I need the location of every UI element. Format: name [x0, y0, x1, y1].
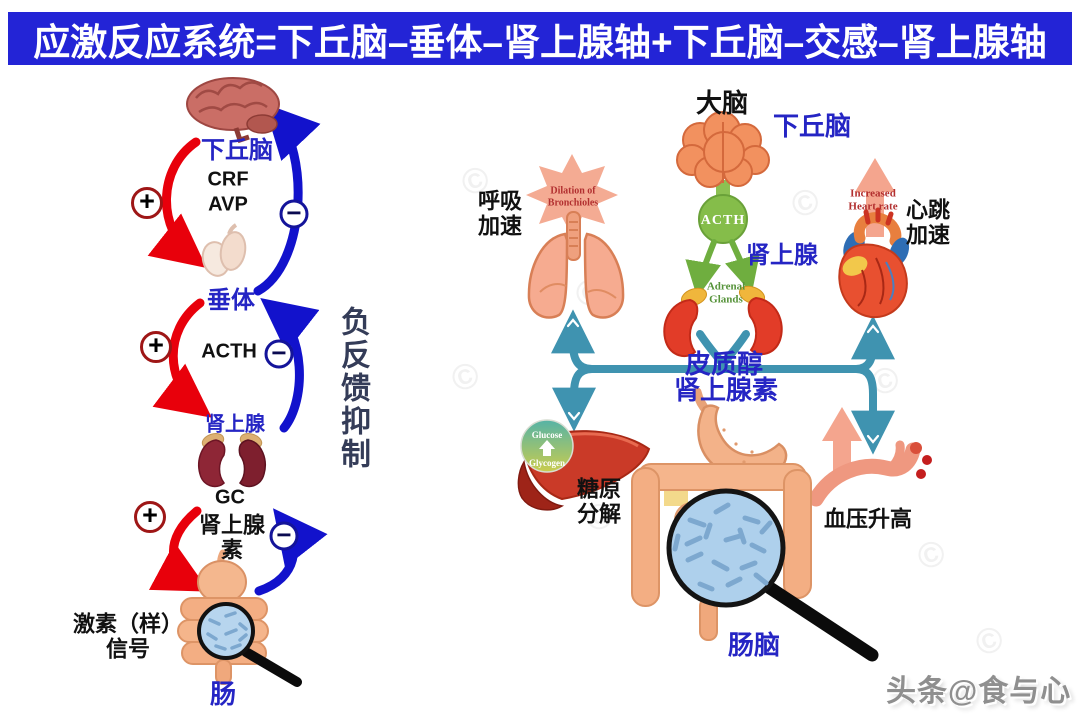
gc-label: GC	[215, 486, 245, 509]
adrenal-kidneys-illustration-left	[198, 433, 266, 488]
plus-sign-1: +	[131, 186, 163, 219]
avp-label: AVP	[208, 193, 248, 216]
cortisol-label: 皮质醇	[684, 349, 764, 380]
gut-label-left: 肠	[209, 679, 237, 710]
magnifier-gut-bacteria-right	[666, 488, 879, 662]
negative-feedback-label: 负反馈抑制	[336, 306, 369, 471]
acth-label-left: ACTH	[201, 340, 257, 363]
up-arrow-icon	[539, 440, 555, 456]
adrenal-kidneys-illustration-right	[663, 285, 783, 358]
sympathetic-pathways	[551, 309, 895, 455]
pituitary-illustration	[201, 223, 247, 277]
minus-sign-3: −	[269, 519, 299, 551]
heartbeat-label: 心跳 加速	[905, 197, 951, 248]
brain-illustration-left	[186, 77, 280, 144]
adrenal-label-left: 肾上腺	[205, 413, 265, 436]
hormone-signal-label: 激素（样） 信号	[72, 611, 184, 662]
adrenaline-label-right: 肾上腺素	[673, 375, 779, 406]
glycogen-label: Glycogen	[529, 458, 565, 468]
hypothalamus-label-right: 下丘脑	[772, 111, 852, 142]
adrenal-label-right: 肾上腺	[746, 242, 818, 270]
blood-vessel-illustration	[808, 440, 932, 507]
acth-to-adrenal-arrows	[685, 239, 760, 298]
pituitary-label: 垂体	[207, 287, 255, 315]
minus-sign-2: −	[264, 337, 294, 369]
minus-sign-1: −	[279, 197, 309, 229]
crf-label: CRF	[207, 168, 249, 191]
hypothalamus-label-left: 下丘脑	[201, 137, 273, 165]
blood-pressure-label: 血压升高	[823, 506, 913, 532]
bronchioles-en-label: Dilation of Bronchioles	[547, 185, 599, 209]
magnifier-gut-bacteria-left	[197, 602, 302, 687]
plus-sign-2: +	[140, 330, 172, 363]
adrenaline-label-left: 肾上腺 素	[198, 512, 266, 563]
plus-sign-3: +	[134, 500, 166, 533]
pathway-arrow-chevrons	[566, 318, 880, 444]
acth-badge-label: ACTH	[701, 213, 745, 228]
heart-rate-en-label: Increased Heart rate	[848, 187, 898, 212]
heart-illustration	[838, 207, 910, 319]
gut-brain-label: 肠脑	[727, 630, 781, 661]
lungs-illustration	[526, 154, 625, 319]
breathing-label: 呼吸 加速	[477, 188, 523, 239]
brain-illustration-right	[676, 111, 770, 200]
adrenal-glands-en-label: Adrenal Glands	[706, 280, 746, 305]
title-banner: 应激反应系统=下丘脑–垂体–肾上腺轴+下丘脑–交感–肾上腺轴	[8, 12, 1072, 65]
page-title: 应激反应系统=下丘脑–垂体–肾上腺轴+下丘脑–交感–肾上腺轴	[33, 21, 1047, 63]
brain-label-right: 大脑	[695, 88, 749, 119]
watermark-text: 头条@食与心	[886, 675, 1072, 708]
glycogenolysis-label: 糖原 分解	[576, 476, 622, 527]
glucose-glycogen-badge: Glucose Glycogen	[520, 419, 574, 473]
glucose-label: Glucose	[532, 430, 563, 440]
acth-badge: ACTH	[698, 194, 748, 244]
